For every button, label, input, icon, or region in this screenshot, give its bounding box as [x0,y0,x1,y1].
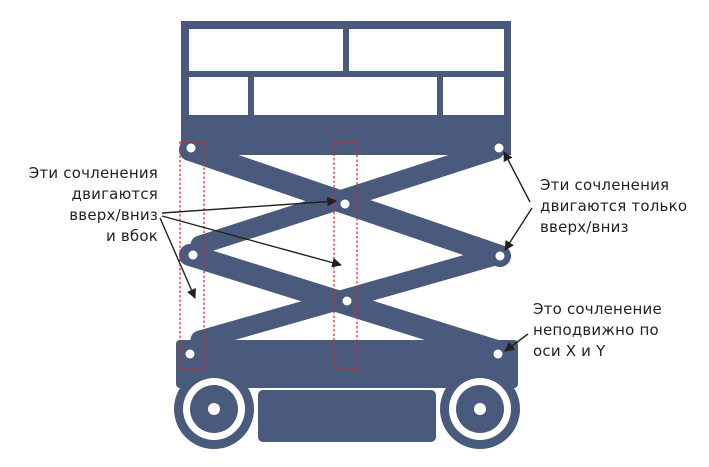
joint-top-right [494,143,504,153]
label-left-line: Эти сочленения [28,164,158,182]
highlight-left-joints [179,141,205,370]
label-right-bottom-line: Это сочленение [533,300,662,318]
joints [185,143,505,359]
label-left-line: двигаются [71,185,158,203]
arrow-left-to-left-joint [159,217,196,299]
joint-top-left [186,143,196,153]
highlight-center-joints [333,141,358,370]
label-left-line: вверх/вниз [69,206,158,224]
platform-deck [181,131,511,155]
arrow-right-to-bottom-joint [504,333,529,352]
arrow-left-to-center-upper [161,196,337,214]
joint-mid-right [495,251,505,261]
label-right-top-line: вверх/вниз [540,218,629,236]
joint-center-lower [342,296,352,306]
arrow-right-to-top-joint [503,151,531,203]
wheel-left [174,369,254,449]
arrow-right-to-mid-joint [504,207,533,251]
platform-railing [181,21,511,131]
wheel-right [440,369,520,449]
joint-bottom-left [185,349,195,359]
label-right-bottom-line: оси X и Y [533,342,606,360]
label-left-line: и вбок [105,227,158,245]
joint-bottom-right [493,349,503,359]
callout-arrows [159,151,533,352]
arm-upper-short [190,140,505,255]
joint-mid-left [188,250,198,260]
label-right-top-line: Эти сочленения [540,176,670,194]
label-left: Эти сочленения двигаются вверх/вниз и вб… [16,163,158,247]
joint-center-upper [340,199,350,209]
scissor-arms [179,139,511,363]
label-right-top: Эти сочленения двигаются только вверх/вн… [540,175,687,238]
label-right-top-line: двигаются только [540,197,688,215]
base-chassis [176,340,518,442]
highlight-boxes [179,141,358,370]
label-right-bottom: Это сочленение неподвижно по оси X и Y [533,299,662,362]
arrow-left-to-center-lower [161,215,342,268]
label-right-bottom-line: неподвижно по [533,321,659,339]
